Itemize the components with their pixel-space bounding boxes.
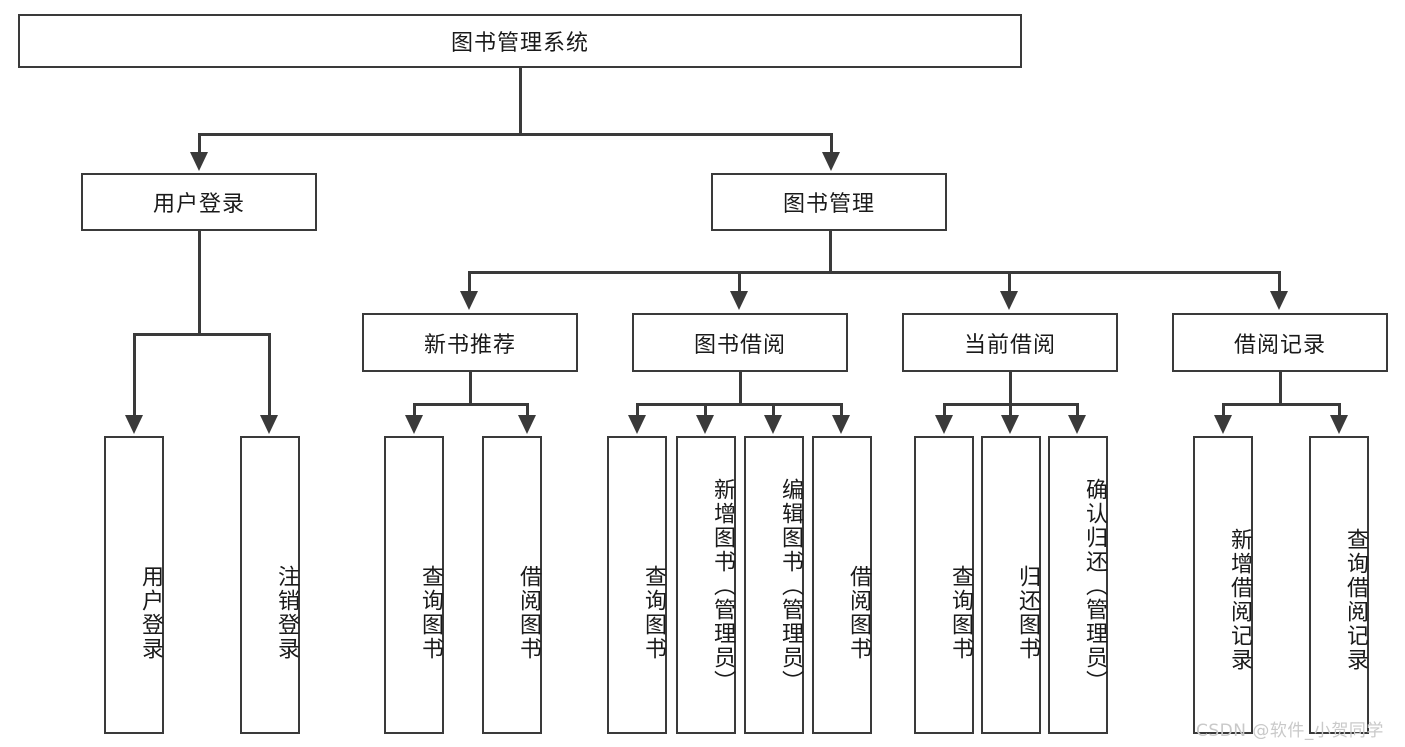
edge-current-borrow-stem [1009, 372, 1012, 405]
leaf-user-login-1-label: 用户登录 [138, 565, 163, 661]
arrow-new-book-to-leaf-1 [405, 415, 423, 434]
leaf-book-borrow-2[interactable]: 新增图书（管理员） [676, 436, 736, 734]
edge-book-mgmt-to-book-borrow [738, 271, 741, 293]
edge-book-borrow-to-leaf-3 [772, 403, 775, 417]
arrow-root-to-user-login [190, 152, 208, 171]
edge-book-mgmt-to-borrow-record [1278, 271, 1281, 293]
leaf-current-borrow-3[interactable]: 确认归还（管理员） [1048, 436, 1108, 734]
edge-root-stem [519, 68, 522, 135]
edge-book-mgmt-to-current-borrow [1008, 271, 1011, 293]
leaf-new-book-1-label: 查询图书 [418, 565, 443, 661]
arrow-current-borrow-to-leaf-1 [935, 415, 953, 434]
leaf-current-borrow-3-label: 确认归还（管理员） [1082, 478, 1107, 694]
node-book-borrow[interactable]: 图书借阅 [632, 313, 848, 372]
arrow-new-book-to-leaf-2 [518, 415, 536, 434]
node-current-borrow-label: 当前借阅 [963, 332, 1056, 358]
edge-root-to-book-mgmt [830, 133, 833, 155]
leaf-new-book-2[interactable]: 借阅图书 [482, 436, 542, 734]
edge-user-login-stem [198, 231, 201, 335]
edge-book-mgmt-stem [829, 231, 832, 273]
arrow-user-login-to-leaf-1 [125, 415, 143, 434]
node-user-login[interactable]: 用户登录 [81, 173, 317, 231]
leaf-borrow-record-1[interactable]: 新增借阅记录 [1193, 436, 1253, 734]
edge-borrow-record-stem [1279, 372, 1282, 405]
edge-book-borrow-to-leaf-1 [636, 403, 639, 417]
arrow-borrow-record-to-leaf-2 [1330, 415, 1348, 434]
leaf-current-borrow-2-label: 归还图书 [1015, 565, 1040, 661]
edge-new-book-bar [413, 403, 528, 406]
leaf-new-book-2-label: 借阅图书 [516, 565, 541, 661]
leaf-user-login-2[interactable]: 注销登录 [240, 436, 300, 734]
edge-new-book-to-leaf-1 [413, 403, 416, 417]
node-book-management-label: 图书管理 [782, 192, 875, 217]
edge-root-bar [198, 133, 833, 136]
leaf-book-borrow-1-label: 查询图书 [641, 565, 666, 661]
csdn-watermark: CSDN @软件_小贺同学 [1196, 721, 1384, 741]
edge-borrow-record-bar [1222, 403, 1340, 406]
node-new-book-recommend-label: 新书推荐 [423, 332, 516, 358]
edge-book-borrow-bar [636, 403, 842, 406]
node-user-login-label: 用户登录 [152, 192, 245, 217]
node-book-borrow-label: 图书借阅 [693, 332, 786, 358]
node-borrow-record[interactable]: 借阅记录 [1172, 313, 1388, 372]
leaf-book-borrow-4[interactable]: 借阅图书 [812, 436, 872, 734]
leaf-book-borrow-1[interactable]: 查询图书 [607, 436, 667, 734]
leaf-book-borrow-3-label: 编辑图书（管理员） [778, 478, 803, 694]
leaf-user-login-2-label: 注销登录 [274, 565, 299, 661]
node-borrow-record-label: 借阅记录 [1233, 332, 1326, 358]
arrow-book-mgmt-to-borrow-record [1270, 291, 1288, 310]
arrow-book-borrow-to-leaf-1 [628, 415, 646, 434]
node-new-book-recommend[interactable]: 新书推荐 [362, 313, 578, 372]
arrow-book-mgmt-to-new-book [460, 291, 478, 310]
leaf-borrow-record-2-label: 查询借阅记录 [1343, 528, 1368, 672]
leaf-current-borrow-2[interactable]: 归还图书 [981, 436, 1041, 734]
leaf-book-borrow-3[interactable]: 编辑图书（管理员） [744, 436, 804, 734]
leaf-borrow-record-1-label: 新增借阅记录 [1227, 528, 1252, 672]
arrow-book-borrow-to-leaf-4 [832, 415, 850, 434]
edge-borrow-record-to-leaf-2 [1338, 403, 1341, 417]
edge-user-login-to-leaf-1 [133, 333, 136, 417]
leaf-current-borrow-1-label: 查询图书 [948, 565, 973, 661]
arrow-user-login-to-leaf-2 [260, 415, 278, 434]
arrow-book-borrow-to-leaf-2 [696, 415, 714, 434]
leaf-new-book-1[interactable]: 查询图书 [384, 436, 444, 734]
edge-book-borrow-to-leaf-4 [840, 403, 843, 417]
leaf-borrow-record-2[interactable]: 查询借阅记录 [1309, 436, 1369, 734]
edge-book-mgmt-bar [468, 271, 1280, 274]
edge-borrow-record-to-leaf-1 [1222, 403, 1225, 417]
edge-book-mgmt-to-new-book [468, 271, 471, 293]
edge-book-borrow-stem [739, 372, 742, 405]
leaf-book-borrow-4-label: 借阅图书 [846, 565, 871, 661]
arrow-book-mgmt-to-current-borrow [1000, 291, 1018, 310]
arrow-book-borrow-to-leaf-3 [764, 415, 782, 434]
edge-user-login-to-leaf-2 [268, 333, 271, 417]
arrow-current-borrow-to-leaf-2 [1001, 415, 1019, 434]
node-root-system-label: 图书管理系统 [450, 31, 589, 56]
arrow-current-borrow-to-leaf-3 [1068, 415, 1086, 434]
edge-user-login-bar [133, 333, 268, 336]
edge-current-borrow-to-leaf-1 [943, 403, 946, 417]
edge-new-book-to-leaf-2 [526, 403, 529, 417]
node-current-borrow[interactable]: 当前借阅 [902, 313, 1118, 372]
edge-current-borrow-to-leaf-2 [1009, 403, 1012, 417]
edge-current-borrow-to-leaf-3 [1076, 403, 1079, 417]
leaf-current-borrow-1[interactable]: 查询图书 [914, 436, 974, 734]
edge-root-to-user-login [198, 133, 201, 155]
edge-new-book-stem [469, 372, 472, 405]
node-book-management[interactable]: 图书管理 [711, 173, 947, 231]
edge-book-borrow-to-leaf-2 [704, 403, 707, 417]
arrow-book-mgmt-to-book-borrow [730, 291, 748, 310]
leaf-user-login-1[interactable]: 用户登录 [104, 436, 164, 734]
arrow-borrow-record-to-leaf-1 [1214, 415, 1232, 434]
node-root-system[interactable]: 图书管理系统 [18, 14, 1022, 68]
leaf-book-borrow-2-label: 新增图书（管理员） [710, 478, 735, 694]
arrow-root-to-book-mgmt [822, 152, 840, 171]
